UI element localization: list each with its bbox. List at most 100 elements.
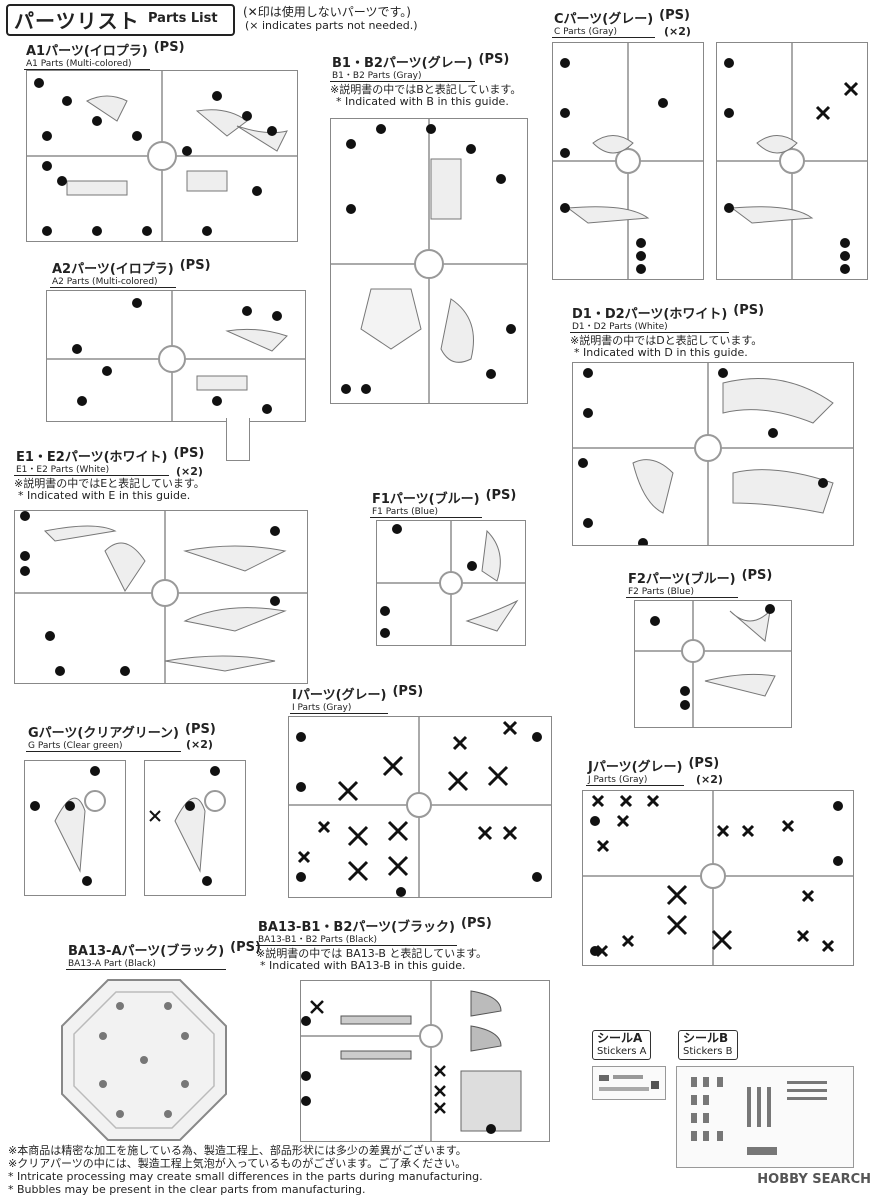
section-e-note-jp: ※説明書の中ではEと表記しています。 xyxy=(14,477,205,490)
section-j-material: (PS) xyxy=(688,756,720,771)
sticker-sheet-a-drawing xyxy=(599,1075,659,1091)
section-g-subtitle: G Parts (Clear green) xyxy=(28,741,123,751)
section-ba13a: BA13-Aパーツ(ブラック)BA13-A Part (Black) (PS) xyxy=(66,940,261,970)
runner-a2-tab xyxy=(226,418,250,461)
section-ba13b-subtitle: BA13-B1・B2 Parts (Black) xyxy=(258,935,378,945)
section-a1-title: A1パーツ(イロプラ) xyxy=(26,44,148,59)
runner-c-2 xyxy=(716,42,868,280)
section-d-title: D1・D2パーツ(ホワイト) xyxy=(572,307,728,322)
section-b-note-jp: ※説明書の中ではBと表記しています。 xyxy=(330,83,522,96)
runner-g-2-drawing xyxy=(149,766,226,886)
section-a1-material: (PS) xyxy=(153,40,185,55)
runner-ba13b-drawing xyxy=(301,981,522,1141)
section-j: Jパーツ(グレー)J Parts (Gray) (PS) xyxy=(586,756,719,786)
runner-g-2 xyxy=(144,760,246,896)
header-note-jp: (✕印は使用しないパーツです。) xyxy=(243,5,411,19)
section-e-subtitle: E1・E2 Parts (White) xyxy=(16,465,110,475)
sticker-sheet-b xyxy=(676,1066,854,1168)
runner-g-1-drawing xyxy=(30,766,106,886)
section-b: B1・B2パーツ(グレー)B1・B2 Parts (Gray) (PS) ※説明書… xyxy=(330,52,521,108)
section-ba13b-note-en: * Indicated with BA13-B in this guide. xyxy=(260,959,466,972)
runner-a1 xyxy=(26,70,298,242)
section-i-subtitle: I Parts (Gray) xyxy=(292,703,352,713)
runner-f1 xyxy=(376,520,526,646)
section-a1: A1パーツ(イロプラ)A1 Parts (Multi-colored) (PS) xyxy=(24,40,185,70)
sticker-sheet-b-drawing xyxy=(691,1077,827,1155)
section-a2-subtitle: A2 Parts (Multi-colored) xyxy=(52,277,158,287)
runner-f2 xyxy=(634,600,792,728)
section-ba13a-material: (PS) xyxy=(230,940,261,955)
section-d-note-en: * Indicated with D in this guide. xyxy=(574,346,748,359)
section-ba13a-title: BA13-Aパーツ(ブラック) xyxy=(68,944,225,959)
runner-d-drawing xyxy=(573,363,853,545)
runner-e xyxy=(14,510,308,684)
section-b-title: B1・B2パーツ(グレー) xyxy=(332,56,473,71)
section-b-material: (PS) xyxy=(478,52,510,67)
section-f1-title: F1パーツ(ブルー) xyxy=(372,492,480,507)
section-e: E1・E2パーツ(ホワイト)E1・E2 Parts (White)(PS) ※説… xyxy=(14,446,205,502)
section-e-quantity: (×2) xyxy=(176,465,203,478)
runner-a2-drawing xyxy=(47,291,305,421)
section-g-quantity: (×2) xyxy=(186,738,213,751)
footer-note-3: * Intricate processing may create small … xyxy=(8,1170,483,1183)
runner-c-1-drawing xyxy=(553,43,703,279)
runner-b-drawing xyxy=(331,119,527,403)
runner-g-1 xyxy=(24,760,126,896)
runner-c-2-drawing xyxy=(717,43,867,279)
footer-note-1: ※本商品は精密な加工を施している為、製造工程上、部品形状には多少の差異がございま… xyxy=(8,1144,467,1157)
section-e-title: E1・E2パーツ(ホワイト) xyxy=(16,450,168,465)
runner-c-1 xyxy=(552,42,704,280)
footer-notes: ※本商品は精密な加工を施している為、製造工程上、部品形状には多少の差異がございま… xyxy=(8,1144,483,1196)
runner-f2-drawing xyxy=(635,601,791,727)
runner-i xyxy=(288,716,552,898)
runner-e-drawing xyxy=(15,511,307,683)
runner-b xyxy=(330,118,528,404)
section-f1: F1パーツ(ブルー)F1 Parts (Blue)(PS) xyxy=(370,488,516,518)
section-f1-material: (PS) xyxy=(485,488,517,503)
ba13a-base-plate xyxy=(58,976,230,1144)
section-g: Gパーツ(クリアグリーン)G Parts (Clear green) (PS) xyxy=(26,722,216,752)
runner-a1-drawing xyxy=(27,71,297,241)
section-b-subtitle: B1・B2 Parts (Gray) xyxy=(332,71,422,81)
section-ba13a-subtitle: BA13-A Part (Black) xyxy=(68,959,156,969)
section-d: D1・D2パーツ(ホワイト)D1・D2 Parts (White) (PS) ※説… xyxy=(570,303,764,359)
section-g-title: Gパーツ(クリアグリーン) xyxy=(28,726,179,741)
section-e-note-en: * Indicated with E in this guide. xyxy=(18,489,191,502)
section-c-title: Cパーツ(グレー) xyxy=(554,12,654,27)
section-f2: F2パーツ(ブルー)F2 Parts (Blue) (PS) xyxy=(626,568,772,598)
runner-f1-drawing xyxy=(377,521,525,645)
section-f2-title: F2パーツ(ブルー) xyxy=(628,572,736,587)
section-a2-material: (PS) xyxy=(179,258,211,273)
footer-note-2: ※クリアパーツの中には、製造工程上気泡が入っているものがございます。ご了承くださ… xyxy=(8,1157,467,1170)
section-j-quantity: (×2) xyxy=(696,773,723,786)
parts-list-title-box xyxy=(6,4,235,36)
section-d-material: (PS) xyxy=(733,303,765,318)
section-ba13b-material: (PS) xyxy=(461,916,492,931)
runner-d xyxy=(572,362,854,546)
section-f2-subtitle: F2 Parts (Blue) xyxy=(628,587,695,597)
section-ba13b-note-jp: ※説明書の中では BA13-B と表記しています。 xyxy=(256,947,487,960)
section-a1-subtitle: A1 Parts (Multi-colored) xyxy=(26,59,132,69)
sticker-sheet-a xyxy=(592,1066,666,1100)
section-c: Cパーツ(グレー)C Parts (Gray)(PS) xyxy=(552,8,690,38)
section-g-material: (PS) xyxy=(185,722,216,737)
sticker-b-label: シールB Stickers B xyxy=(678,1030,738,1060)
section-j-title: Jパーツ(グレー) xyxy=(588,760,683,775)
section-j-subtitle: J Parts (Gray) xyxy=(588,775,648,785)
section-c-subtitle: C Parts (Gray) xyxy=(554,27,617,37)
section-f2-material: (PS) xyxy=(741,568,773,583)
runner-a2 xyxy=(46,290,306,422)
sticker-a-label: シールA Stickers A xyxy=(592,1030,652,1060)
runner-i-drawing xyxy=(289,717,551,897)
header-note-en: (× indicates parts not needed.) xyxy=(245,19,418,32)
runner-j xyxy=(582,790,854,966)
section-i-title: Iパーツ(グレー) xyxy=(292,688,387,703)
section-d-subtitle: D1・D2 Parts (White) xyxy=(572,322,668,332)
sticker-a-subtitle: Stickers A xyxy=(597,1046,647,1057)
section-d-note-jp: ※説明書の中ではDと表記しています。 xyxy=(570,334,763,347)
section-a2-title: A2パーツ(イロプラ) xyxy=(52,262,174,277)
runner-j-drawing xyxy=(583,791,853,965)
runner-ba13b xyxy=(300,980,550,1142)
watermark: HOBBY SEARCH xyxy=(757,1172,871,1187)
section-a2: A2パーツ(イロプラ)A2 Parts (Multi-colored) (PS) xyxy=(50,258,211,288)
